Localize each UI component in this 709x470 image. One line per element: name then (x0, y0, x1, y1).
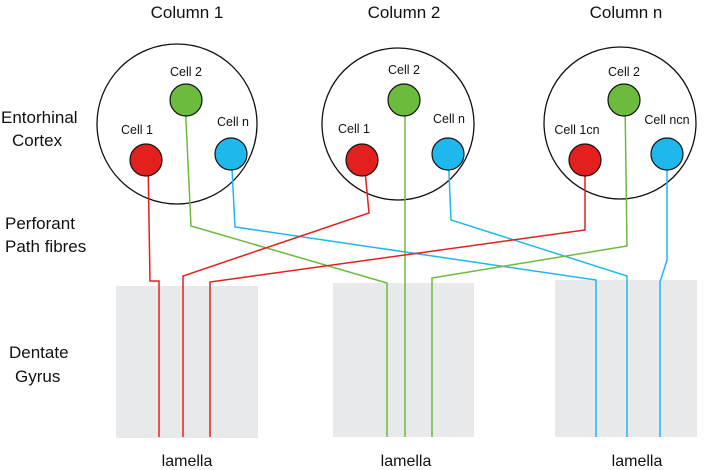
lamella-label-3: lamella (612, 453, 663, 470)
column-2-cell-2-label: Cell 2 (388, 63, 420, 77)
lamella-block-3 (555, 280, 697, 437)
column-2-cell-1-label: Cell 1 (338, 122, 370, 136)
column-1-title: Column 1 (151, 3, 224, 22)
column-1-cell-2-label: Cell 2 (170, 65, 202, 79)
column-1-circle (96, 43, 258, 205)
fibre-coln-cell2 (431, 99, 628, 437)
column-2-circle (321, 47, 475, 201)
row-label-path-fibres: Path fibres (5, 237, 86, 256)
row-label-cortex: Cortex (12, 131, 63, 150)
fibre-coln-celln (659, 150, 668, 437)
column-2-cell-2 (387, 83, 421, 117)
column-2-cell-n-label: Cell n (433, 112, 465, 126)
column-n-circle (543, 46, 697, 200)
column-1-cell-1-label: Cell 1 (121, 123, 153, 137)
fibre-col1-cell1 (147, 159, 160, 437)
row-label-dentate: Dentate (9, 343, 69, 362)
fibre-col2-celln (447, 149, 628, 437)
column-n-cell-1-label: Cell 1cn (554, 123, 599, 137)
column-1-cell-n-label: Cell n (217, 115, 249, 129)
column-2-cell-1 (345, 143, 379, 177)
row-label-perforant: Perforant (5, 214, 75, 233)
column-n-cell-2-label: Cell 2 (608, 65, 640, 79)
column-n-cell-n (650, 137, 684, 171)
column-1-cell-1 (129, 143, 163, 177)
column-1-cell-n (214, 137, 248, 171)
lamella-block-1 (116, 286, 258, 438)
row-label-entorhinal: Entorhinal (1, 108, 78, 127)
column-2-title: Column 2 (368, 3, 441, 22)
column-1-cell-2 (169, 83, 203, 117)
lamella-label-1: lamella (162, 453, 213, 470)
column-n-cell-1 (568, 143, 602, 177)
fibre-coln-cell1 (209, 160, 586, 437)
lamella-block-2 (333, 283, 474, 437)
column-n-cell-2 (607, 83, 641, 117)
column-n-title: Column n (590, 3, 663, 22)
row-label-gyrus: Gyrus (15, 367, 60, 386)
column-2-cell-n (431, 137, 465, 171)
fibre-col1-cell2 (184, 99, 388, 437)
fibre-col2-cell1 (182, 159, 370, 437)
column-n-cell-n-label: Cell ncn (644, 113, 689, 127)
lamella-label-2: lamella (381, 453, 432, 470)
